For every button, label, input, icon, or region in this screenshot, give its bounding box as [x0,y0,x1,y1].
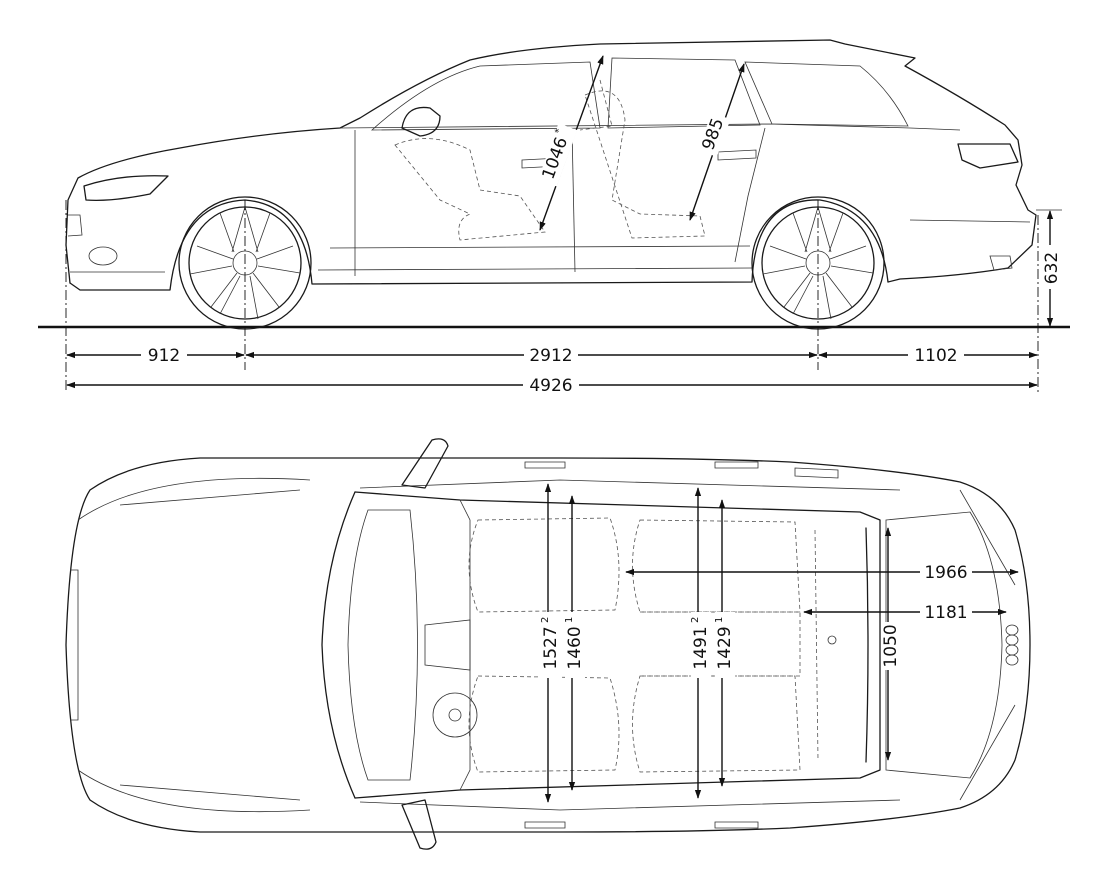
front-shoulder-width-label: 1527 [541,626,561,669]
front-overhang-label: 912 [148,346,180,366]
wheelbase-label: 2912 [529,346,572,366]
top-view: 1527 2 1460 1 1491 2 1429 1 1050 1966 11… [65,438,1031,850]
side-view: 912 2912 1102 4926 632 1046 * 985 [38,39,1070,396]
load-length-seats-folded-label: 1966 [924,563,967,583]
rear-headroom-label: 985 [698,116,728,153]
load-sill-height-label: 632 [1042,252,1062,284]
overall-length-label: 4926 [529,376,572,396]
left-mirror [401,438,449,489]
rear-elbow-width-sup: 1 [714,617,725,623]
top-car-body [65,438,1031,850]
load-length-label: 1181 [924,603,967,623]
right-mirror [401,799,437,850]
front-headroom-label: 1046 [539,135,573,182]
front-shoulder-width-sup: 2 [540,617,551,623]
front-elbow-width-label: 1460 [565,626,585,669]
front-elbow-width-sup: 1 [564,617,575,623]
front-headroom-mark: * [553,127,565,135]
rear-overhang-label: 1102 [914,346,957,366]
rear-shoulder-width-label: 1491 [691,626,711,669]
rear-shoulder-width-sup: 2 [690,617,701,623]
load-width-label: 1050 [881,624,901,667]
rear-elbow-width-label: 1429 [715,626,735,669]
